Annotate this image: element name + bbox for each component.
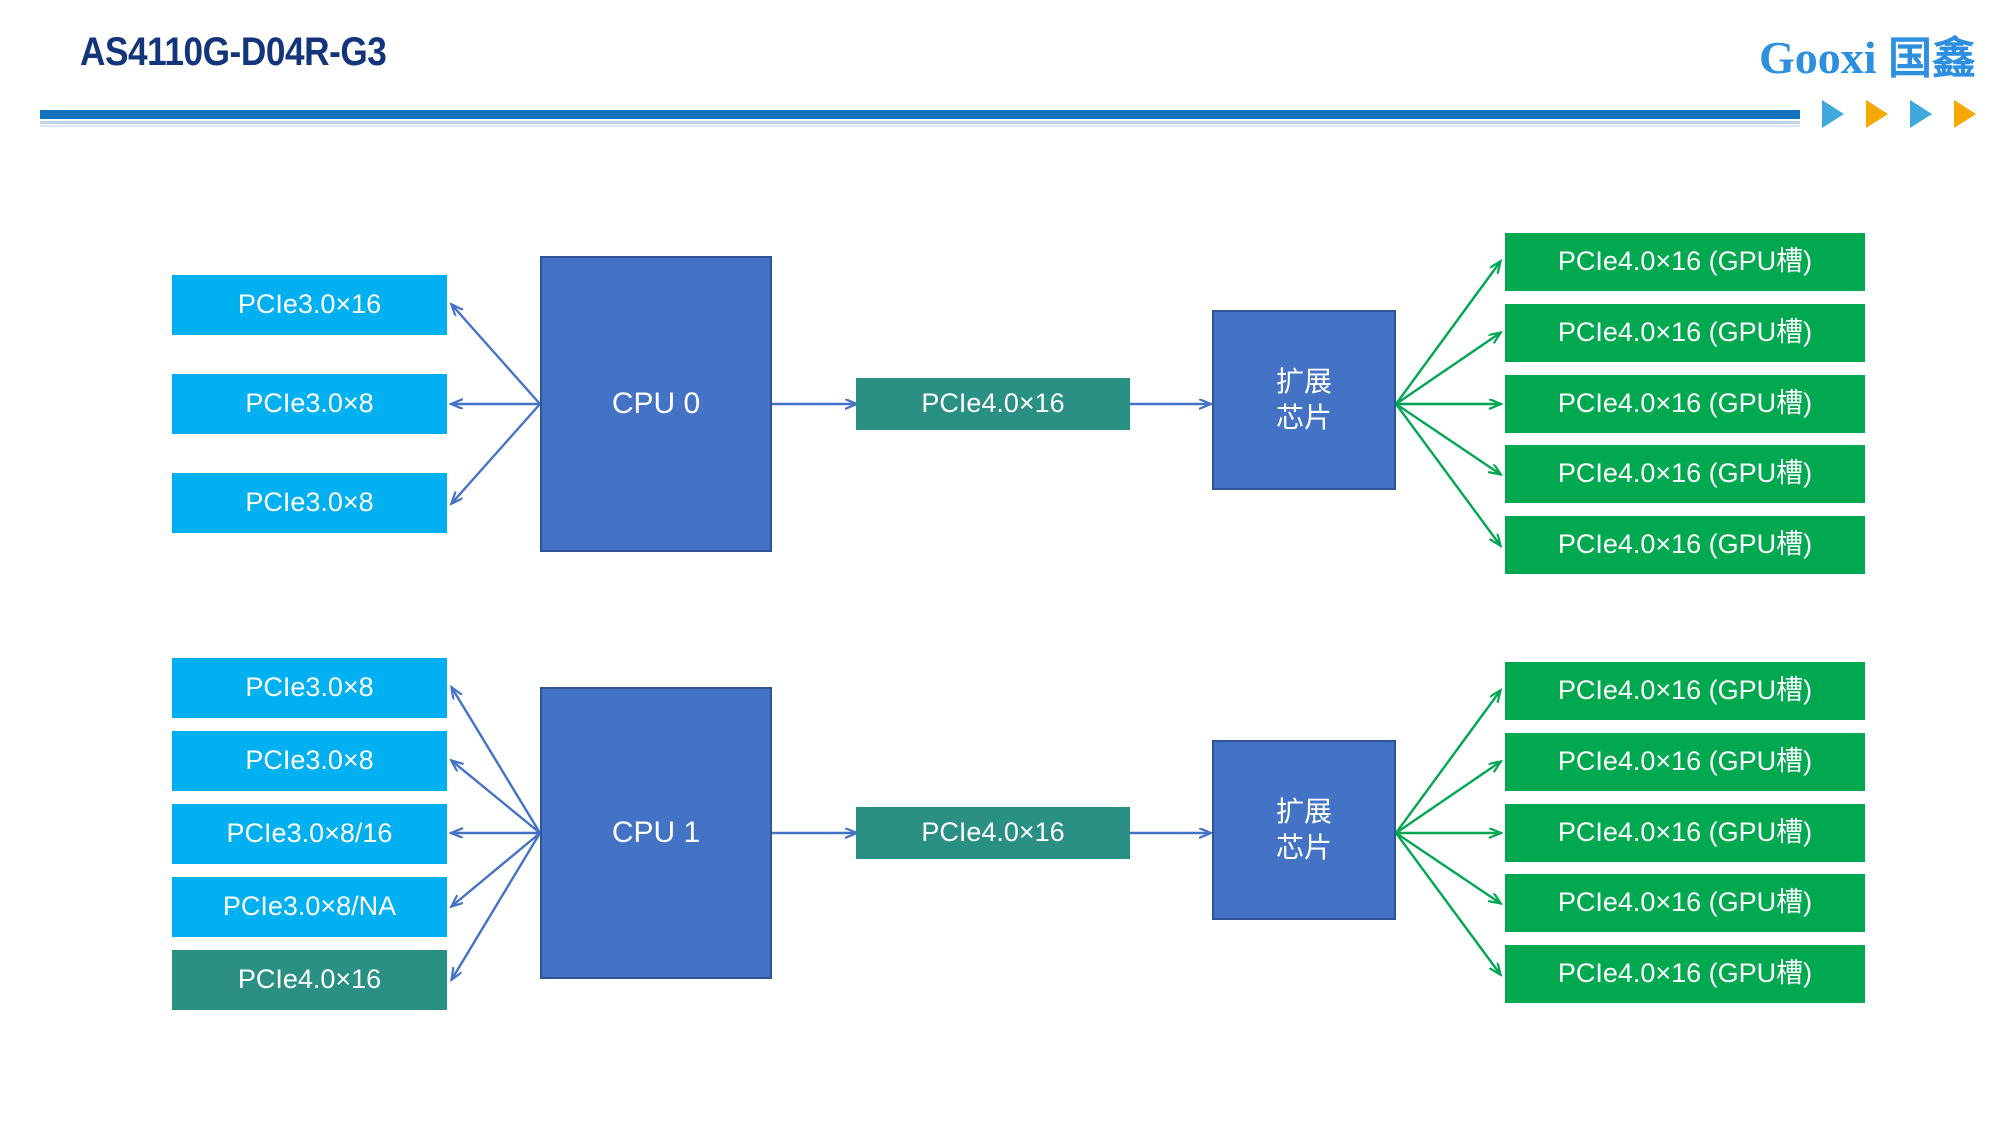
connector-cpu1-slot5	[452, 832, 542, 979]
connector-chip0-gpu1	[1395, 262, 1500, 405]
gpu-slot-0-4[interactable]: PCIe4.0×16 (GPU槽)	[1505, 445, 1865, 503]
gpu-slot-1-1[interactable]: PCIe4.0×16 (GPU槽)	[1505, 662, 1865, 720]
gpu-slot-0-2[interactable]: PCIe4.0×16 (GPU槽)	[1505, 304, 1865, 362]
cpu1-block[interactable]: CPU 1	[540, 687, 772, 979]
slot-cpu0-left-3[interactable]: PCIe3.0×8	[172, 473, 447, 533]
gpu-slot-1-2[interactable]: PCIe4.0×16 (GPU槽)	[1505, 733, 1865, 791]
expansion-chip-1[interactable]: 扩展 芯片	[1212, 740, 1396, 920]
connector-cpu0-slot3	[452, 403, 541, 503]
connector-chip0-gpu4	[1395, 403, 1500, 474]
triangle-icon-4	[1954, 100, 1976, 128]
logo-wordmark: Gooxi 国鑫	[1759, 22, 1976, 86]
gpu-slot-0-5[interactable]: PCIe4.0×16 (GPU槽)	[1505, 516, 1865, 574]
chip1-line1: 扩展	[1275, 795, 1332, 829]
cpu0-left-connectors	[452, 305, 541, 503]
uplink-cpu1[interactable]: PCIe4.0×16	[856, 807, 1130, 859]
chip0-line1: 扩展	[1275, 365, 1332, 399]
gpu-slot-1-3[interactable]: PCIe4.0×16 (GPU槽)	[1505, 804, 1865, 862]
chip1-gpu-connectors	[1395, 691, 1500, 974]
slot-cpu1-left-4[interactable]: PCIe3.0×8/NA	[172, 877, 447, 937]
gooxi-logo: Gooxi 国鑫	[1650, 22, 1980, 102]
uplink-cpu0[interactable]: PCIe4.0×16	[856, 378, 1130, 430]
slot-cpu0-left-2[interactable]: PCIe3.0×8	[172, 374, 447, 434]
gpu-slot-0-1[interactable]: PCIe4.0×16 (GPU槽)	[1505, 233, 1865, 291]
slot-cpu1-left-2[interactable]: PCIe3.0×8	[172, 731, 447, 791]
connector-chip1-gpu2	[1395, 762, 1500, 834]
chip0-gpu-connectors	[1395, 262, 1500, 545]
triangle-icon-3	[1910, 100, 1932, 128]
triangle-icon-1	[1822, 100, 1844, 128]
triangle-icon-2	[1866, 100, 1888, 128]
slot-cpu0-left-1[interactable]: PCIe3.0×16	[172, 275, 447, 335]
chip0-line2: 芯片	[1275, 401, 1332, 434]
gpu-slot-1-4[interactable]: PCIe4.0×16 (GPU槽)	[1505, 874, 1865, 932]
slot-cpu1-left-5[interactable]: PCIe4.0×16	[172, 950, 447, 1010]
header-divider-secondary	[40, 121, 1800, 124]
gpu-slot-1-5[interactable]: PCIe4.0×16 (GPU槽)	[1505, 945, 1865, 1003]
connector-chip1-gpu1	[1395, 691, 1500, 834]
logo-chinese: 国鑫	[1888, 33, 1976, 84]
connector-cpu0-slot1	[452, 305, 541, 405]
gpu-slot-0-3[interactable]: PCIe4.0×16 (GPU槽)	[1505, 375, 1865, 433]
connector-chip1-gpu4	[1395, 832, 1500, 903]
logo-latin: Gooxi	[1758, 32, 1877, 83]
header-divider-primary	[40, 110, 1800, 119]
connector-cpu1-slot4	[452, 832, 541, 906]
slot-cpu1-left-1[interactable]: PCIe3.0×8	[172, 658, 447, 718]
connector-chip1-gpu5	[1395, 832, 1500, 974]
connector-chip0-gpu5	[1395, 403, 1500, 545]
connector-cpu1-slot1	[452, 688, 542, 834]
cpu1-left-connectors	[452, 688, 542, 979]
chip1-line2: 芯片	[1275, 831, 1332, 864]
slot-cpu1-left-3[interactable]: PCIe3.0×8/16	[172, 804, 447, 864]
page-title: AS4110G-D04R-G3	[80, 30, 387, 74]
expansion-chip-0[interactable]: 扩展 芯片	[1212, 310, 1396, 490]
connector-chip0-gpu2	[1395, 333, 1500, 405]
cpu0-block[interactable]: CPU 0	[540, 256, 772, 552]
connector-cpu1-slot2	[452, 761, 541, 834]
header-divider-tertiary	[40, 125, 1800, 127]
